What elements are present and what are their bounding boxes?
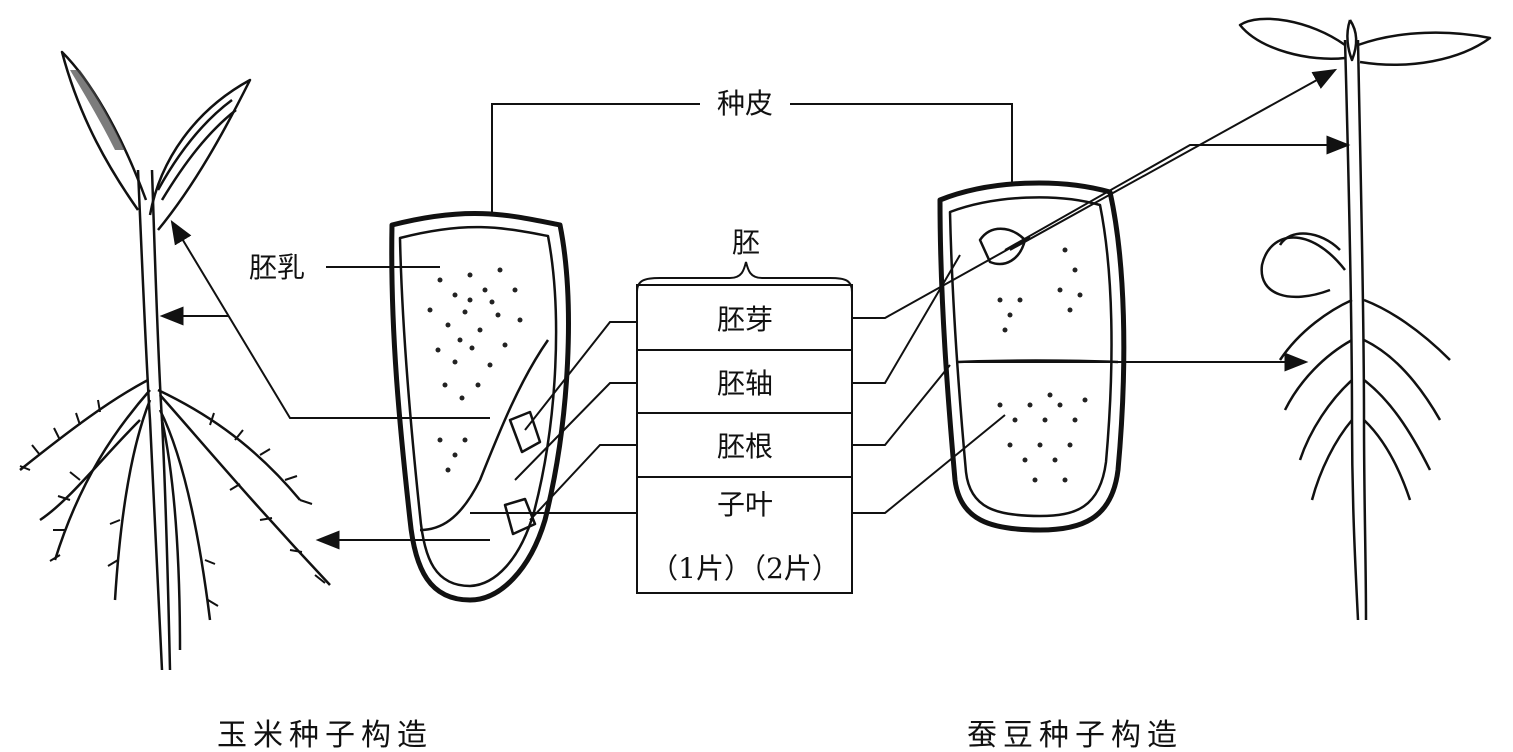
label-cotyledon: 子叶 — [717, 488, 773, 521]
corn-seedling-illustration — [19, 50, 331, 671]
label-hypocotyl: 胚轴 — [717, 367, 773, 400]
broad-bean-seedling-illustration — [1238, 17, 1492, 621]
corn-seed-section — [389, 210, 571, 603]
caption-corn: 玉米种子构造 — [217, 718, 433, 752]
label-embryo: 胚 — [732, 226, 760, 259]
corn-endosperm-dots — [427, 267, 523, 473]
broad-bean-dots — [997, 247, 1088, 483]
label-cotyledon-count: （1片）（2片） — [650, 552, 840, 585]
label-plumule: 胚芽 — [717, 303, 773, 336]
embryo-label-table — [636, 261, 853, 594]
connector-lines — [159, 68, 1351, 550]
caption-broad-bean: 蚕豆种子构造 — [967, 718, 1183, 752]
label-radicle: 胚根 — [717, 430, 773, 463]
label-endosperm: 胚乳 — [249, 251, 305, 284]
label-seed-coat: 种皮 — [717, 87, 773, 120]
